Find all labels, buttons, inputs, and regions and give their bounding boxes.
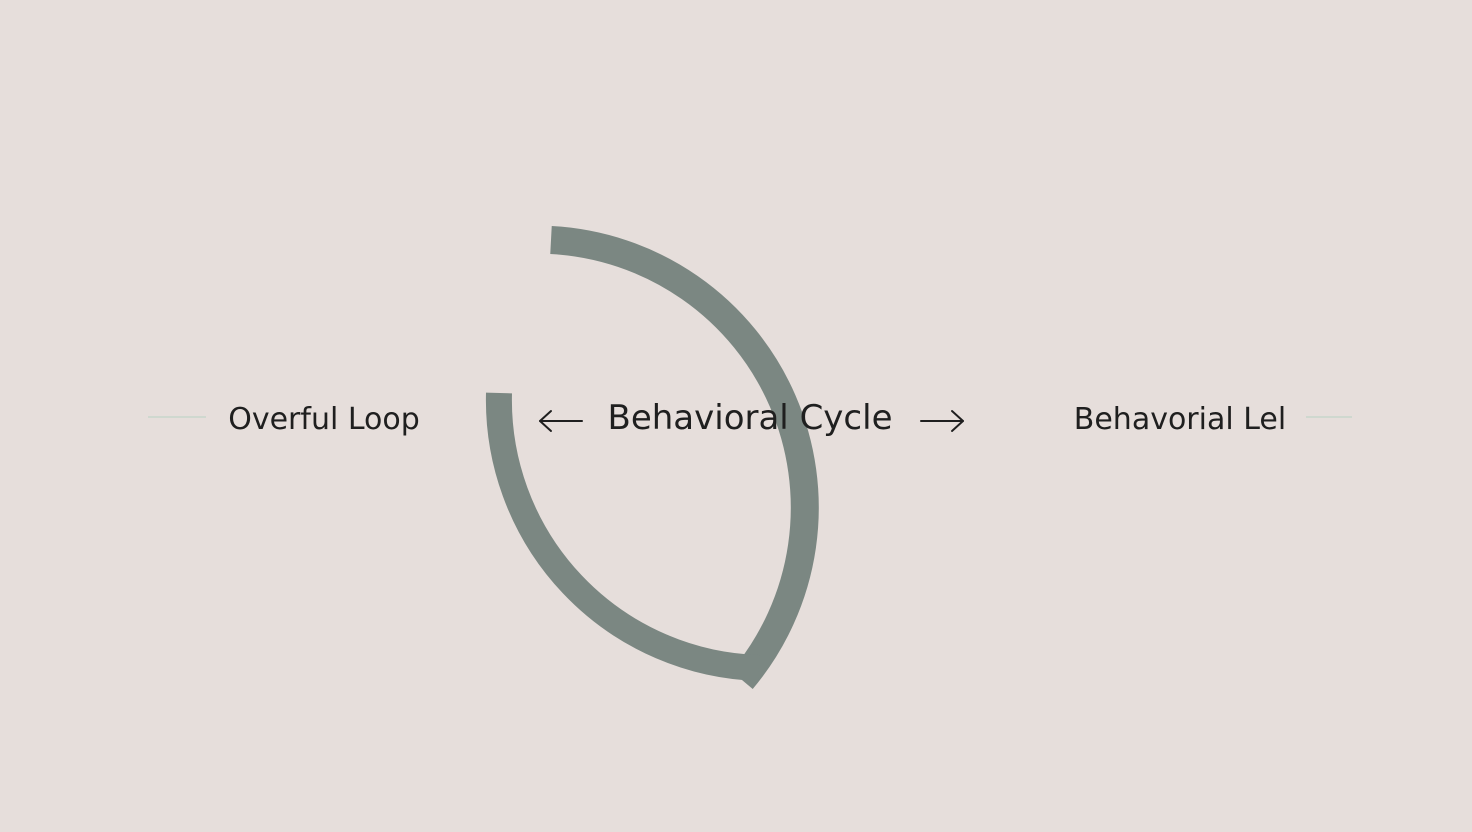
cycle-ring-inner-arc <box>485 392 760 681</box>
cycle-ring-outer-arc <box>550 226 819 689</box>
center-label: Behavioral Cycle <box>608 398 893 438</box>
left-label: Overful Loop <box>228 402 420 437</box>
right-label: Behavorial Lel <box>1074 402 1286 437</box>
arrow-right-icon <box>920 410 964 432</box>
arrow-left-icon <box>539 410 583 432</box>
